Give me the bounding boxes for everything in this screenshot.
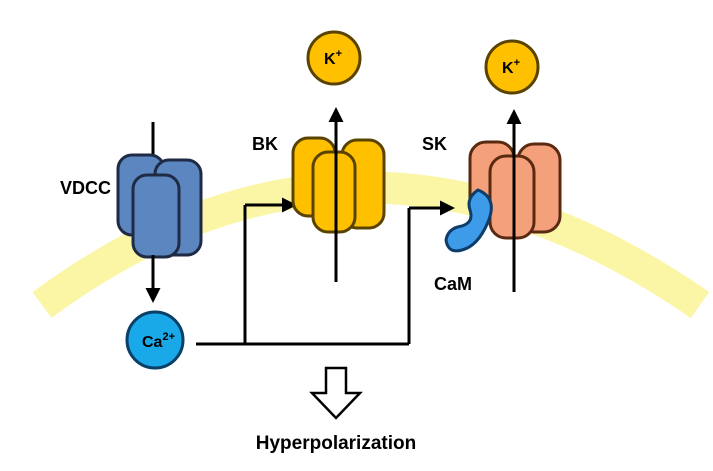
outcome-arrow <box>309 366 363 420</box>
vdcc-channel <box>116 122 203 259</box>
calmodulin-label: CaM <box>434 274 472 294</box>
potassium-ion-bk <box>306 30 362 86</box>
calcium-label: Ca2+ <box>142 331 175 351</box>
calcium-ion <box>125 310 185 370</box>
bk-channel <box>291 136 386 234</box>
potassium-ion-sk <box>484 39 540 95</box>
calmodulin <box>444 188 493 253</box>
potassium-label-bk: K+ <box>324 48 342 68</box>
calcium-pathway <box>196 197 455 346</box>
potassium-label-sk: K+ <box>502 57 520 77</box>
bk-label: BK <box>252 134 278 154</box>
hyperpolarization-label: Hyperpolarization <box>256 433 416 454</box>
vdcc-label: VDCC <box>60 178 111 198</box>
sk-label: SK <box>422 134 447 154</box>
